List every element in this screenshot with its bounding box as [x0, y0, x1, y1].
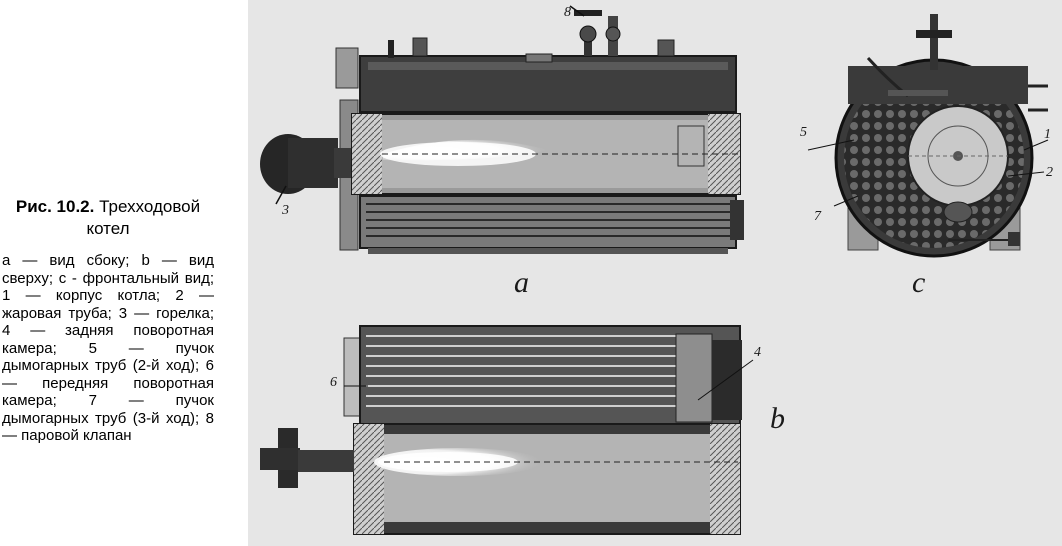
callout-4: 4 — [754, 345, 761, 360]
boiler-drawing: 8 3 5 1 2 7 6 4 a b c — [248, 0, 1062, 546]
callout-2: 2 — [1046, 165, 1053, 180]
view-label-a: a — [514, 266, 529, 299]
view-label-c: c — [912, 266, 925, 299]
caption-legend: а — вид сбоку; b — вид сверху; с - фронт… — [2, 252, 214, 444]
callout-5: 5 — [800, 125, 807, 140]
top-view — [260, 325, 742, 535]
callout-1: 1 — [1044, 127, 1051, 142]
callout-3: 3 — [281, 203, 289, 218]
callout-8: 8 — [564, 5, 571, 20]
steam-valve — [569, 5, 621, 56]
side-view — [260, 5, 744, 254]
burner — [260, 134, 354, 205]
callout-7: 7 — [814, 209, 822, 224]
caption-title: Рис. 10.2. Трехходовой котел — [2, 196, 214, 240]
callout-6: 6 — [330, 375, 337, 390]
figure-caption: Рис. 10.2. Трехходовой котел а — вид сбо… — [2, 196, 214, 445]
caption-title-text: Трехходовой котел — [86, 197, 201, 238]
leader-lines — [344, 139, 1049, 401]
view-label-b: b — [770, 402, 785, 435]
caption-figure-number: Рис. 10.2. — [15, 197, 95, 216]
front-view — [834, 14, 1048, 258]
